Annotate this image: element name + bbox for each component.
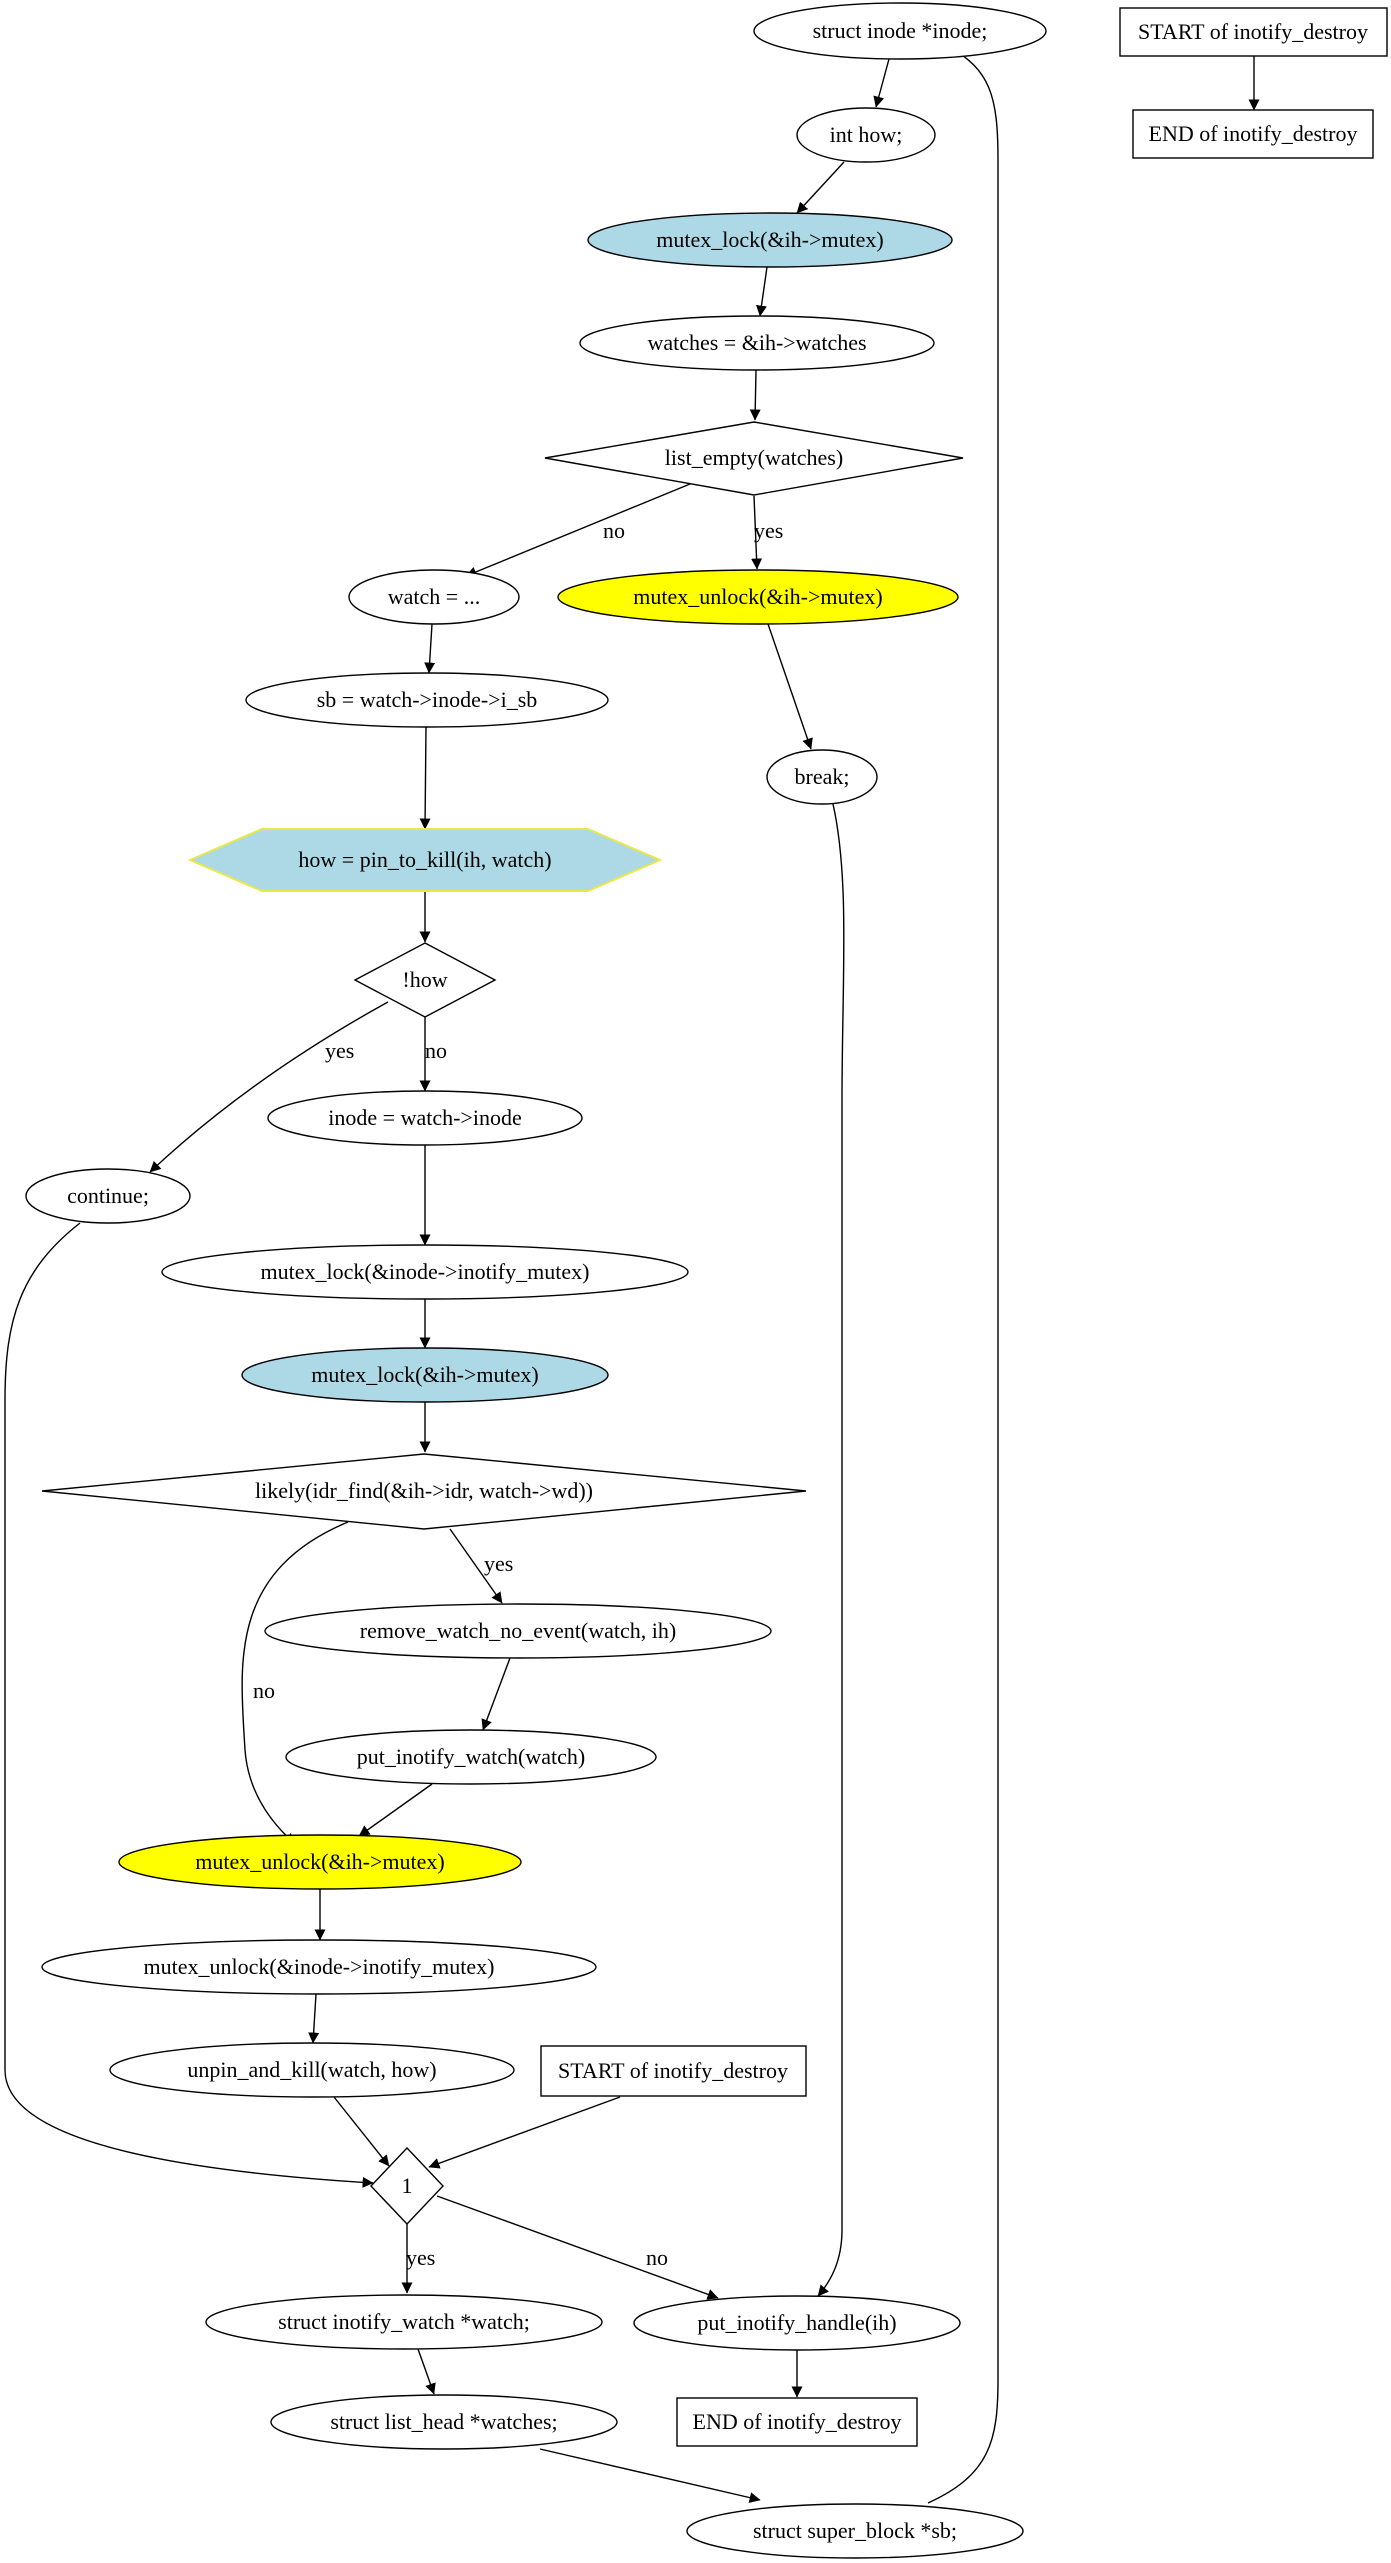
edge-likely-yes	[449, 1528, 503, 1604]
node-loop-cond-label: 1	[402, 2173, 413, 2198]
node-start-destroy-top-label: START of inotify_destroy	[1138, 19, 1368, 44]
node-start-destroy-bottom	[540, 2045, 807, 2097]
node-watches-assign	[579, 315, 935, 371]
edge-declwatches-to-declsb	[539, 2448, 761, 2503]
node-put-handle	[633, 2295, 961, 2351]
edge-watches-to-listempty	[749, 369, 761, 421]
node-how-assign	[187, 828, 663, 892]
node-list-empty-label: list_empty(watches)	[665, 445, 843, 470]
node-mutex-lock-ih-1	[587, 212, 953, 268]
edges	[4, 45, 1260, 2504]
node-inode-assign-label: inode = watch->inode	[328, 1105, 521, 1130]
node-sb-assign	[245, 672, 609, 728]
node-mutex-unlock-ih-2-label: mutex_unlock(&ih->mutex)	[195, 1849, 444, 1874]
edge-inode-to-how	[873, 58, 890, 108]
node-loop-cond	[370, 2146, 444, 2226]
label-listempty-no: no	[603, 518, 625, 543]
node-unpin-kill	[109, 2042, 515, 2098]
node-decl-watches	[270, 2394, 618, 2450]
node-mutex-lock-inode-label: mutex_lock(&inode->inotify_mutex)	[261, 1259, 590, 1284]
edge-listempty-yes	[751, 495, 763, 570]
edge-start-bottom-to-loop	[428, 2096, 621, 2169]
node-decl-watch	[205, 2294, 603, 2350]
node-remove-watch-label: remove_watch_no_event(watch, ih)	[360, 1618, 676, 1643]
node-mutex-unlock-ih-1	[557, 569, 959, 625]
node-not-how	[353, 942, 497, 1018]
node-decl-inode	[753, 2, 1047, 60]
node-how-assign-label: how = pin_to_kill(ih, watch)	[298, 847, 551, 872]
edge-remove-to-put	[481, 1657, 511, 1731]
node-unpin-kill-label: unpin_and_kill(watch, how)	[187, 2057, 436, 2082]
node-mutex-lock-ih-1-label: mutex_lock(&ih->mutex)	[656, 227, 883, 252]
edge-how-to-lock	[796, 161, 845, 214]
node-watches-assign-label: watches = &ih->watches	[647, 330, 866, 355]
label-listempty-yes: yes	[754, 518, 783, 543]
node-watch-assign	[348, 569, 520, 625]
node-int-how-label: int how;	[830, 122, 903, 147]
node-sb-assign-label: sb = watch->inode->i_sb	[317, 687, 538, 712]
node-mutex-lock-inode	[161, 1244, 689, 1300]
label-loop-no: no	[646, 2245, 668, 2270]
nodes: struct inode *inode; START of inotify_de…	[25, 2, 1388, 2559]
edge-labels: no yes yes no yes no yes no	[253, 518, 783, 2270]
node-put-watch-label: put_inotify_watch(watch)	[357, 1744, 586, 1769]
node-continue	[25, 1168, 191, 1224]
node-end-destroy-top-label: END of inotify_destroy	[1149, 121, 1358, 146]
edge-watch-to-sb	[424, 623, 436, 674]
node-inode-assign	[267, 1090, 583, 1146]
edge-declsb-back-to-inode	[927, 45, 999, 2504]
node-start-destroy-top	[1119, 7, 1388, 57]
node-decl-inode-label: struct inode *inode;	[813, 18, 988, 43]
node-start-destroy-bottom-label: START of inotify_destroy	[558, 2058, 788, 2083]
node-mutex-unlock-ih-1-label: mutex_unlock(&ih->mutex)	[633, 584, 882, 609]
edge-lock-to-watches	[756, 266, 768, 317]
node-watch-assign-label: watch = ...	[388, 584, 480, 609]
node-mutex-unlock-inode-label: mutex_unlock(&inode->inotify_mutex)	[144, 1954, 495, 1979]
label-likely-yes: yes	[484, 1551, 513, 1576]
node-not-how-label: !how	[402, 967, 447, 992]
node-break	[766, 749, 878, 805]
edge-break-to-puthandle	[817, 803, 845, 2297]
node-decl-sb-label: struct super_block *sb;	[753, 2518, 957, 2543]
node-end-destroy-bottom	[676, 2397, 918, 2447]
node-put-watch	[285, 1729, 657, 1785]
node-int-how	[796, 107, 936, 163]
node-mutex-unlock-inode	[41, 1939, 597, 1995]
edge-likely-no	[241, 1521, 349, 1845]
node-remove-watch	[264, 1603, 772, 1659]
label-nothow-no: no	[425, 1038, 447, 1063]
node-end-destroy-bottom-label: END of inotify_destroy	[693, 2409, 902, 2434]
edge-continue-to-loop	[4, 1222, 374, 2188]
node-mutex-lock-ih-2-label: mutex_lock(&ih->mutex)	[311, 1362, 538, 1387]
node-mutex-unlock-ih-2	[118, 1834, 522, 1890]
node-list-empty	[544, 421, 964, 496]
edge-declwatch-to-declwatches	[417, 2348, 436, 2395]
edge-listempty-no	[465, 483, 691, 578]
node-decl-watch-label: struct inotify_watch *watch;	[278, 2309, 530, 2334]
edge-put-to-unlockih	[358, 1783, 433, 1837]
node-put-handle-label: put_inotify_handle(ih)	[697, 2310, 896, 2335]
node-decl-sb	[686, 2503, 1024, 2559]
edge-unlock-to-break	[767, 623, 813, 750]
node-break-label: break;	[795, 764, 850, 789]
node-mutex-lock-ih-2	[241, 1347, 609, 1403]
edge-sb-to-pinkill	[419, 726, 431, 830]
edge-unlockinode-to-unpin	[308, 1993, 320, 2044]
label-nothow-yes: yes	[325, 1038, 354, 1063]
edge-unpin-to-loop	[333, 2096, 390, 2167]
node-continue-label: continue;	[67, 1183, 149, 1208]
label-loop-yes: yes	[406, 2245, 435, 2270]
edge-nothow-yes	[149, 1001, 389, 1173]
node-likely-idr-label: likely(idr_find(&ih->idr, watch->wd))	[255, 1478, 593, 1503]
edge-loop-no	[436, 2195, 719, 2300]
node-decl-watches-label: struct list_head *watches;	[330, 2409, 557, 2434]
label-likely-no: no	[253, 1678, 275, 1703]
node-likely-idr	[41, 1453, 807, 1530]
node-end-destroy-top	[1132, 109, 1374, 159]
